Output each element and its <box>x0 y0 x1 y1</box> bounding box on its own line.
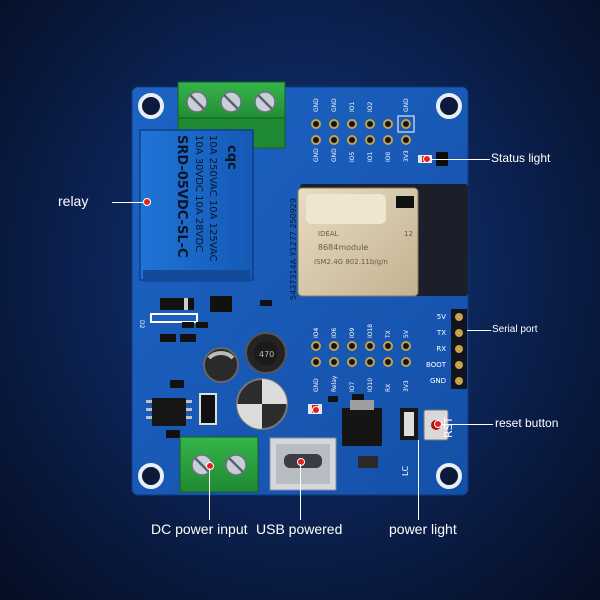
lc-label: LC <box>401 466 410 476</box>
serial-port-line <box>467 330 491 331</box>
svg-text:GND: GND <box>403 98 410 112</box>
svg-text:IO4: IO4 <box>313 328 320 338</box>
power-light-line <box>418 440 419 520</box>
serial-pin-labels: 5V TX RX BOOT GND <box>426 313 447 385</box>
reset-button-callout: reset button <box>495 416 559 430</box>
module-brand: IDEAL <box>318 230 339 238</box>
usb-powered-line <box>300 464 301 520</box>
dc-terminal-block <box>179 436 259 493</box>
svg-text:IO1: IO1 <box>367 152 374 162</box>
middle-pin-header <box>311 341 411 367</box>
svg-text:GND: GND <box>331 148 338 162</box>
svg-text:GND: GND <box>313 148 320 162</box>
dc-power-callout: DC power input <box>151 521 248 537</box>
svg-text:GND: GND <box>430 377 446 385</box>
svg-text:3V3: 3V3 <box>403 150 410 162</box>
relay-model: SRD-05VDC-SL-C <box>174 135 189 258</box>
wifi-module: IDEAL 12 8684module ISM2.4G 802.11b/g/n <box>297 184 468 297</box>
svg-text:RX: RX <box>385 384 392 392</box>
svg-text:TX: TX <box>436 329 446 337</box>
svg-text:IO0: IO0 <box>385 152 392 162</box>
diode-d2: D2 <box>138 298 198 329</box>
svg-text:D2: D2 <box>138 320 145 329</box>
usb-powered-dot <box>297 458 305 466</box>
relay-component: cqc 10A 250VAC 10A 125VAC 10A 30VDC 10A … <box>139 129 254 282</box>
svg-text:GND: GND <box>313 98 320 112</box>
svg-text:GND: GND <box>331 98 338 112</box>
svg-text:3V3: 3V3 <box>403 380 410 392</box>
misc-smd <box>166 380 364 438</box>
svg-text:IO7: IO7 <box>349 382 356 392</box>
usb-powered-callout: USB powered <box>256 521 343 537</box>
transistor <box>210 296 232 312</box>
module-spec: ISM2.4G 802.11b/g/n <box>314 258 388 266</box>
svg-text:470: 470 <box>259 350 274 359</box>
relay-callout-dot <box>143 198 151 206</box>
reset-button-line <box>441 424 493 425</box>
relay-callout: relay <box>58 193 89 209</box>
smd-diode <box>199 393 217 425</box>
mounting-holes <box>138 93 462 489</box>
serial-port-header <box>451 309 467 389</box>
status-light-line <box>430 159 490 160</box>
power-light-dot <box>312 406 320 414</box>
ldo-regulator <box>342 400 418 446</box>
top-pin-labels: GND GND IO1 IO2 GND GND GND IO5 IO1 IO0 … <box>313 98 410 162</box>
small-capacitor <box>203 347 239 383</box>
svg-text:TX: TX <box>385 330 392 339</box>
relay-callout-line <box>112 202 148 203</box>
svg-text:IO2: IO2 <box>367 102 374 112</box>
large-capacitor <box>236 378 288 430</box>
relay-brand: cqc <box>224 145 239 170</box>
power-light-callout: power light <box>389 521 457 537</box>
svg-text:BOOT: BOOT <box>426 361 447 369</box>
inductor-l1: 470 <box>245 332 287 374</box>
svg-text:Relay: Relay <box>331 375 338 392</box>
module-name: 8684module <box>318 243 368 252</box>
smd-cap-bottom <box>358 456 378 468</box>
status-light-callout: Status light <box>491 151 551 165</box>
module-number: 12 <box>404 230 413 238</box>
svg-text:IO9: IO9 <box>349 328 356 338</box>
usb-c-port <box>269 437 337 491</box>
svg-text:IO10: IO10 <box>367 378 374 392</box>
pcb-code: 5437314A Y1277 250929 <box>289 198 298 300</box>
svg-text:IO6: IO6 <box>331 328 338 338</box>
svg-text:IO1: IO1 <box>349 102 356 112</box>
svg-text:5V: 5V <box>403 329 410 338</box>
svg-text:5V: 5V <box>437 313 446 321</box>
dc-power-line <box>209 468 210 520</box>
middle-pin-labels: IO4 IO6 IO9 IO18 TX 5V GND Relay IO7 IO1… <box>313 324 410 392</box>
top-pin-header <box>311 115 415 145</box>
relay-rating-1: 10A 250VAC 10A 125VAC <box>207 135 218 262</box>
svg-text:RX: RX <box>436 345 446 353</box>
relay-rating-2: 10A 30VDC 10A 28VDC <box>193 135 204 252</box>
regulator-ic <box>146 398 192 426</box>
svg-text:IO5: IO5 <box>349 152 356 162</box>
smd-resistors <box>160 300 272 342</box>
svg-text:GND: GND <box>313 378 320 392</box>
dc-power-dot <box>206 462 214 470</box>
svg-text:IO18: IO18 <box>367 324 374 338</box>
serial-port-callout: Serial port <box>492 324 538 335</box>
rst-label: RST <box>442 416 455 438</box>
